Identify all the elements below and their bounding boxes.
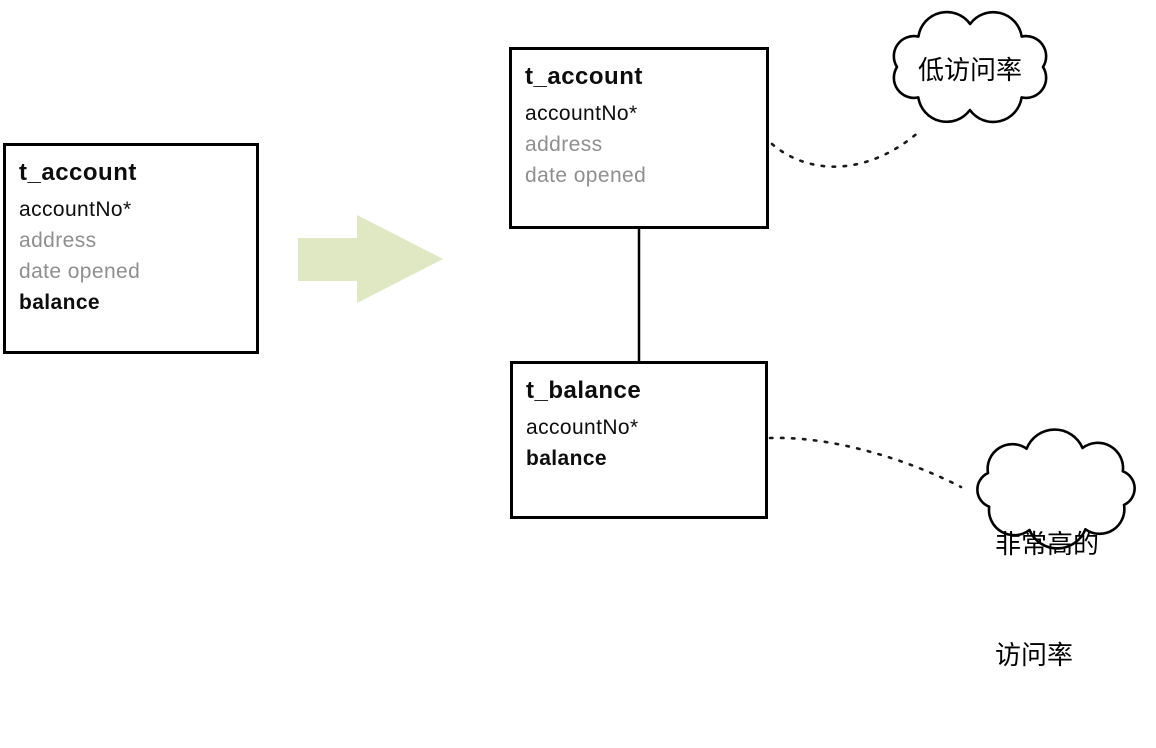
table-field: date opened — [525, 164, 647, 187]
table-field: accountNo* — [525, 102, 638, 125]
table-field: balance — [526, 447, 608, 470]
cloud-low-access — [892, 10, 1048, 124]
annotation-low-access: 低访问率 — [917, 55, 1022, 85]
diagram-graphics — [298, 10, 1136, 550]
diagram-canvas: t_account accountNo* address date opened… — [3, 10, 1136, 670]
table-field: address — [19, 229, 97, 252]
table-field: address — [525, 133, 603, 156]
cloud-high-access — [976, 428, 1136, 550]
table-before-account: t_account accountNo* address date opened… — [3, 143, 259, 354]
table-title: t_account — [525, 63, 643, 90]
table-field: accountNo* — [526, 416, 639, 439]
annotation-high-access: 非常高的 访问率 — [995, 452, 1099, 748]
dotted-link-low-access — [770, 128, 923, 168]
annotation-line: 访问率 — [995, 640, 1074, 670]
right-arrow — [298, 215, 443, 303]
annotation-line: 非常高的 — [995, 529, 1100, 559]
dotted-link-high-access — [768, 436, 963, 489]
table-field: balance — [19, 291, 101, 314]
table-after-account: t_account accountNo* address date opened — [509, 47, 769, 229]
table-after-balance: t_balance accountNo* balance — [510, 361, 768, 519]
table-field: accountNo* — [19, 198, 132, 221]
table-title: t_balance — [526, 377, 642, 404]
table-title: t_account — [19, 159, 137, 186]
table-field: date opened — [19, 260, 141, 283]
